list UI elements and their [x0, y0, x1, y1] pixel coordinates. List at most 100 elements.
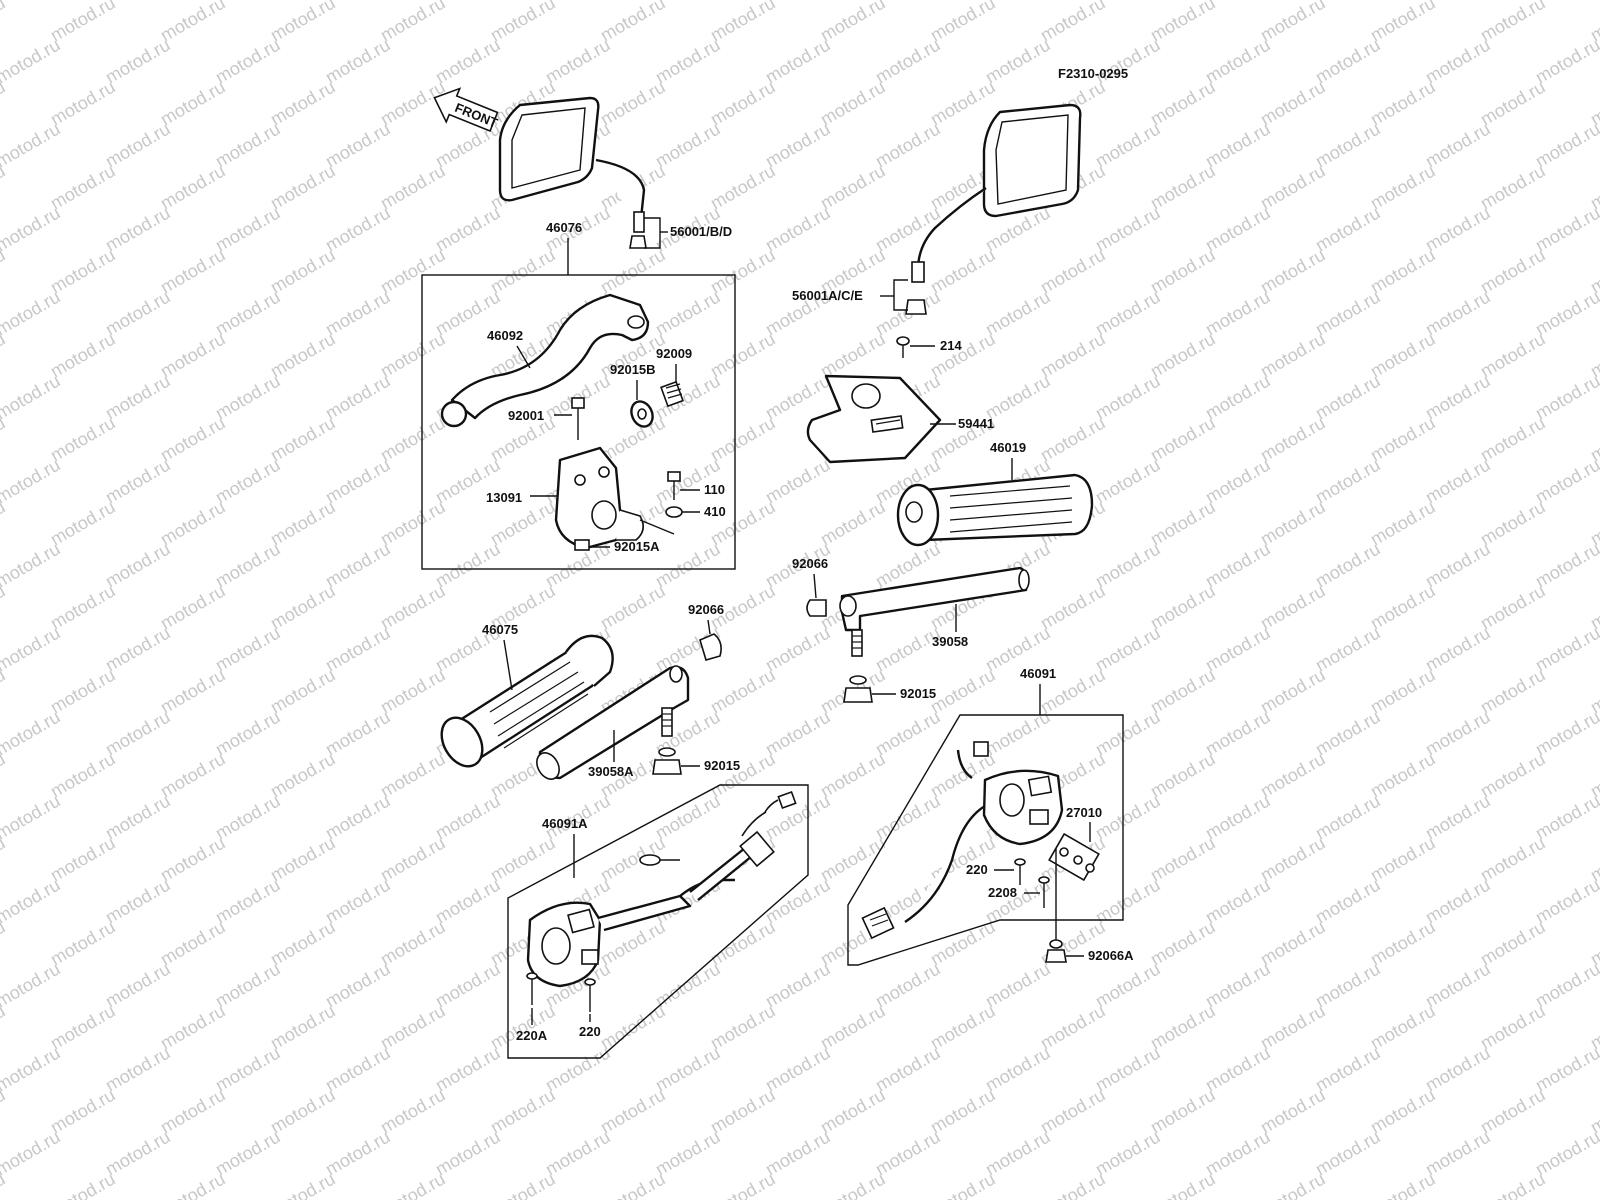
watermark-text: motod.ru — [707, 77, 779, 130]
watermark-text: motod.ru — [102, 539, 174, 592]
watermark-text: motod.ru — [982, 1043, 1054, 1096]
watermark-text: motod.ru — [1312, 35, 1384, 88]
watermark-text: motod.ru — [1532, 371, 1600, 424]
plug-92066-right — [806, 599, 827, 617]
watermark-text: motod.ru — [1422, 119, 1494, 172]
watermark-text: motod.ru — [0, 1169, 9, 1200]
nut-92015a — [574, 539, 590, 551]
watermark-text: motod.ru — [102, 791, 174, 844]
watermark-text: motod.ru — [1092, 959, 1164, 1012]
watermark-text: motod.ru — [1532, 539, 1600, 592]
label-13091: 13091 — [486, 490, 522, 505]
watermark-text: motod.ru — [377, 329, 449, 382]
label-59441: 59441 — [958, 416, 994, 431]
watermark-text: motod.ru — [47, 1001, 119, 1054]
bolt-110 — [667, 471, 681, 500]
watermark-text: motod.ru — [0, 0, 9, 45]
label-92001: 92001 — [508, 408, 544, 423]
watermark-text: motod.ru — [762, 1127, 834, 1180]
watermark-text: motod.ru — [707, 1001, 779, 1054]
watermark-text: motod.ru — [1092, 119, 1164, 172]
watermark-text: motod.ru — [47, 581, 119, 634]
watermark-text: motod.ru — [1147, 581, 1219, 634]
screw-220-right — [1014, 858, 1026, 885]
watermark-text: motod.ru — [432, 203, 504, 256]
watermark-text: motod.ru — [377, 833, 449, 886]
watermark-text: motod.ru — [597, 1085, 669, 1138]
watermark-text: motod.ru — [817, 161, 889, 214]
watermark-text: motod.ru — [377, 665, 449, 718]
watermark-text: motod.ru — [1532, 791, 1600, 844]
watermark-text: motod.ru — [1257, 497, 1329, 550]
watermark-text: motod.ru — [1477, 497, 1549, 550]
watermark-text: motod.ru — [47, 413, 119, 466]
screw-2208 — [1038, 876, 1050, 908]
watermark-text: motod.ru — [0, 119, 64, 172]
watermark-text: motod.ru — [102, 1043, 174, 1096]
watermark-text: motod.ru — [47, 497, 119, 550]
watermark-text: motod.ru — [1147, 413, 1219, 466]
watermark-text: motod.ru — [322, 791, 394, 844]
watermark-text: motod.ru — [1257, 1169, 1329, 1200]
watermark-text: motod.ru — [1257, 0, 1329, 45]
watermark-text: motod.ru — [487, 1169, 559, 1200]
watermark-text: motod.ru — [652, 371, 724, 424]
watermark-text: motod.ru — [157, 917, 229, 970]
watermark-text: motod.ru — [1202, 539, 1274, 592]
watermark-text: motod.ru — [1202, 35, 1274, 88]
watermark-text: motod.ru — [1257, 665, 1329, 718]
screw-220-left — [584, 978, 596, 1012]
label-46092: 46092 — [487, 328, 523, 343]
watermark-text: motod.ru — [377, 245, 449, 298]
watermark-text: motod.ru — [1147, 749, 1219, 802]
watermark-text: motod.ru — [322, 707, 394, 760]
watermark-text: motod.ru — [1092, 203, 1164, 256]
watermark-text: motod.ru — [212, 707, 284, 760]
watermark-text: motod.ru — [212, 1043, 284, 1096]
assembly-box-46091 — [847, 714, 1124, 966]
watermark-text: motod.ru — [487, 0, 559, 45]
watermark-text: motod.ru — [1147, 833, 1219, 886]
watermark-text: motod.ru — [157, 77, 229, 130]
watermark-text: motod.ru — [157, 1085, 229, 1138]
watermark-text: motod.ru — [1422, 371, 1494, 424]
watermark-text: motod.ru — [1202, 1043, 1274, 1096]
watermark-text: motod.ru — [322, 1127, 394, 1180]
watermark-text: motod.ru — [1257, 329, 1329, 382]
watermark-text: motod.ru — [102, 35, 174, 88]
watermark-text: motod.ru — [157, 413, 229, 466]
watermark-text: motod.ru — [1147, 917, 1219, 970]
bolt-92001 — [571, 397, 585, 440]
watermark-text: motod.ru — [872, 707, 944, 760]
label-46019: 46019 — [990, 440, 1026, 455]
label-220-right: 220 — [966, 862, 988, 877]
watermark-text: motod.ru — [1422, 959, 1494, 1012]
watermark-text: motod.ru — [1312, 707, 1384, 760]
watermark-text: motod.ru — [652, 791, 724, 844]
watermark-text: motod.ru — [1037, 245, 1109, 298]
watermark-text: motod.ru — [1532, 119, 1600, 172]
watermark-text: motod.ru — [707, 329, 779, 382]
watermark-text: motod.ru — [322, 287, 394, 340]
watermark-text: motod.ru — [267, 833, 339, 886]
watermark-text: motod.ru — [267, 1169, 339, 1200]
watermark-text: motod.ru — [1037, 0, 1109, 45]
watermark-text: motod.ru — [102, 371, 174, 424]
watermark-text: motod.ru — [1532, 959, 1600, 1012]
label-92015b: 92015B — [610, 362, 656, 377]
watermark-text: motod.ru — [1477, 245, 1549, 298]
watermark-text: motod.ru — [1257, 749, 1329, 802]
watermark-text: motod.ru — [322, 35, 394, 88]
watermark-text: motod.ru — [1092, 1127, 1164, 1180]
watermark-text: motod.ru — [0, 1127, 64, 1180]
watermark-text: motod.ru — [1037, 1085, 1109, 1138]
watermark-text: motod.ru — [707, 0, 779, 45]
watermark-text: motod.ru — [0, 35, 64, 88]
washer-410 — [665, 506, 683, 518]
watermark-text: motod.ru — [1147, 497, 1219, 550]
watermark-text: motod.ru — [1477, 833, 1549, 886]
watermark-text: motod.ru — [47, 917, 119, 970]
watermark-text: motod.ru — [1257, 245, 1329, 298]
watermark-text: motod.ru — [157, 245, 229, 298]
